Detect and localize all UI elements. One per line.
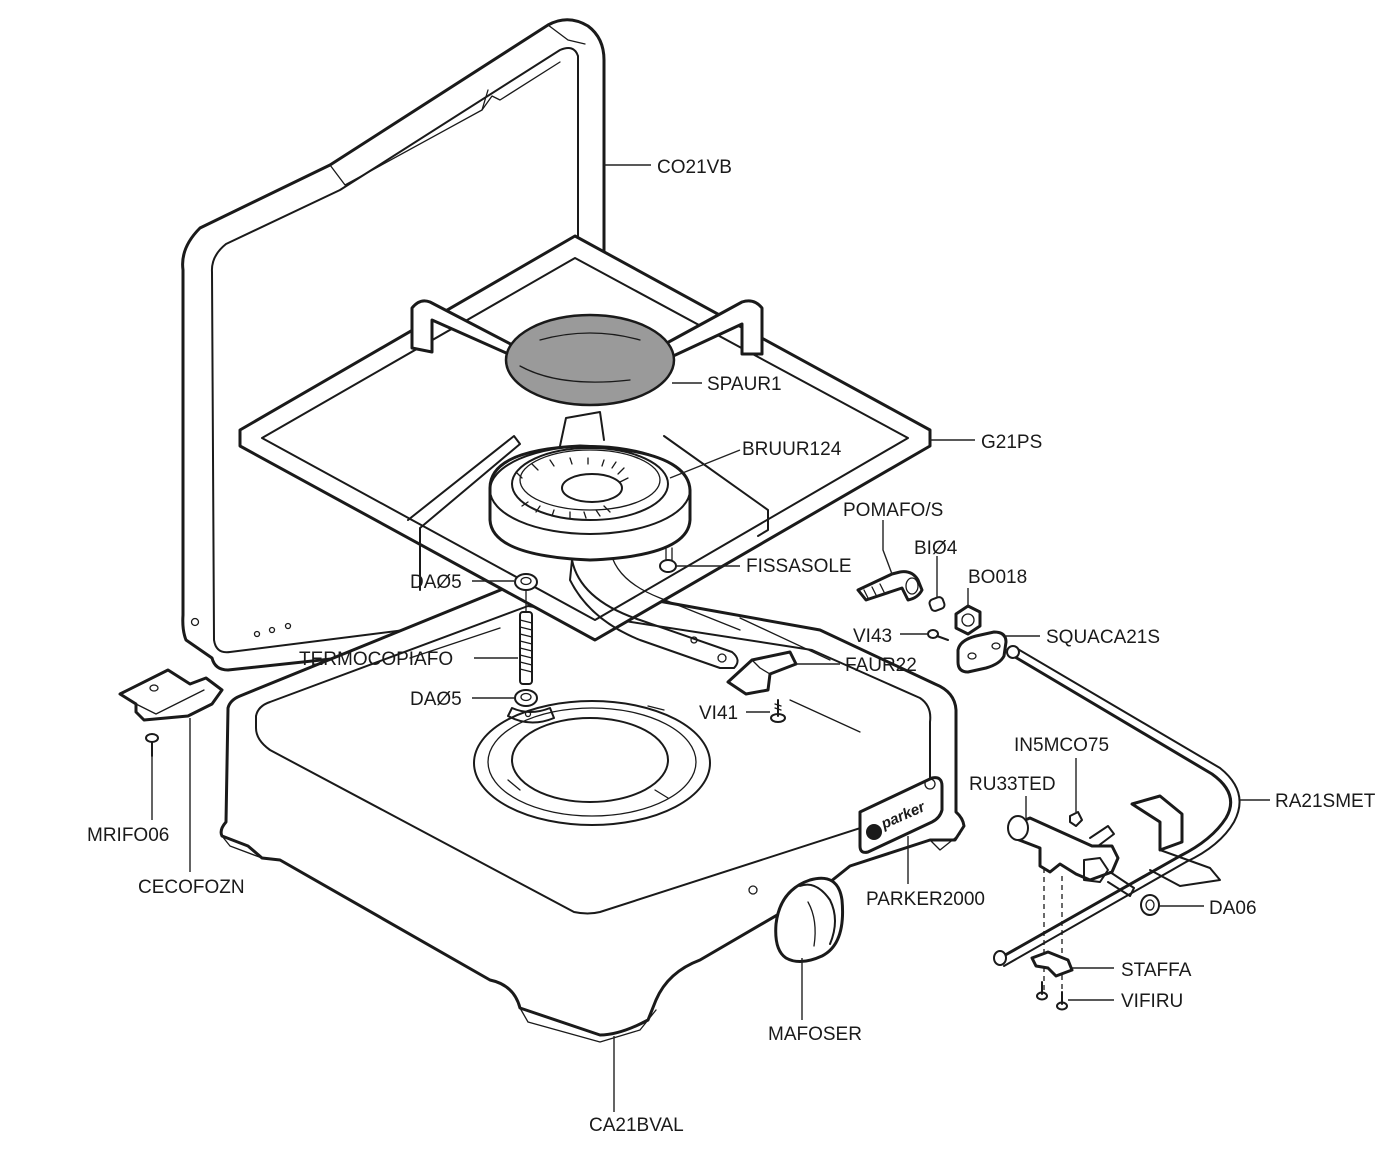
screw-mrifo06 — [145, 733, 159, 757]
label-co21vb: CO21VB — [657, 157, 732, 178]
leader-lines — [151, 164, 1270, 1112]
bracket-cecofozn — [118, 668, 224, 722]
label-mrifo06: MRIFO06 — [87, 825, 169, 846]
label-staffa: STAFFA — [1121, 960, 1192, 981]
parker2000-badge: parker — [858, 776, 944, 854]
screw-vi43 — [927, 629, 949, 641]
burner-seat — [473, 700, 711, 826]
pan-support-prongs — [410, 299, 764, 366]
knob-mafoser — [774, 876, 845, 963]
spreader-spaur1 — [504, 313, 676, 407]
label-spaur1: SPAUR1 — [707, 374, 782, 395]
label-bo018: BO018 — [968, 567, 1027, 588]
burner-bruur124 — [488, 411, 692, 562]
screw-vi41 — [770, 699, 786, 723]
label-in5mco75: IN5MCO75 — [1014, 735, 1109, 756]
olive-bio4 — [928, 596, 946, 612]
label-parker2000: PARKER2000 — [866, 889, 985, 910]
label-vifiru: VIFIRU — [1121, 991, 1183, 1012]
label-cecofozn: CECOFOZN — [138, 877, 245, 898]
ignition-faur22 — [726, 650, 798, 696]
label-ru33ted: RU33TED — [969, 774, 1056, 795]
label-vi41: VI41 — [699, 703, 738, 724]
label-bruur124: BRUUR124 — [742, 439, 842, 460]
gas-valve-ru33ted — [1007, 815, 1135, 897]
label-squaca21s: SQUACA21S — [1046, 627, 1160, 648]
label-da5-top: DAØ5 — [410, 572, 462, 593]
thermocouple-termocopiafo — [519, 589, 533, 685]
nut-bo018 — [954, 604, 982, 636]
label-vi43: VI43 — [853, 626, 892, 647]
label-da5-bottom: DAØ5 — [410, 689, 462, 710]
label-termocopiafo: TERMOCOPIAFO — [299, 649, 453, 670]
label-g21ps: G21PS — [981, 432, 1042, 453]
label-ra21smet: RA21SMET — [1275, 791, 1376, 812]
burner-support-arms — [407, 435, 769, 591]
nut-da5-bottom — [507, 689, 555, 724]
injector-in5mco75 — [1069, 811, 1083, 827]
label-faur22: FAUR22 — [845, 655, 917, 676]
tube-bracket — [1130, 794, 1221, 887]
part-labels: CO21VB SPAUR1 G21PS BRUUR124 POMAFO/S BI… — [87, 157, 1376, 1136]
label-da06: DA06 — [1209, 898, 1257, 919]
washer-da06 — [1140, 894, 1160, 916]
valve-spindle-pomafos — [856, 570, 924, 602]
label-mafoser: MAFOSER — [768, 1024, 862, 1045]
bracket-staffa — [1030, 950, 1074, 978]
label-pomafos: POMAFO/S — [843, 500, 943, 521]
screws-vifiru — [1036, 981, 1068, 1011]
plate-squaca21s — [956, 630, 1008, 674]
label-fissasole: FISSASOLE — [746, 556, 852, 577]
nut-da5-top — [514, 573, 538, 591]
gas-pipe-ra21smet — [993, 645, 1241, 967]
label-bio4: BIØ4 — [914, 538, 958, 559]
label-ca21bval: CA21BVAL — [589, 1115, 684, 1136]
assembly-guide-lines — [1043, 868, 1063, 1000]
